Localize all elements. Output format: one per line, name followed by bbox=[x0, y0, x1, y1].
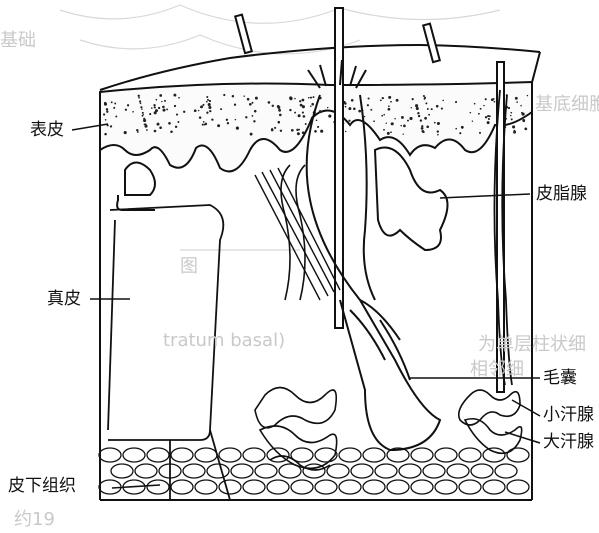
dermal-papillae bbox=[117, 163, 155, 211]
bg-text-5: 为单层柱状细 bbox=[478, 330, 586, 356]
label-sebaceous-gland: 皮脂腺 bbox=[536, 186, 587, 203]
bg-text-7: 约19 bbox=[14, 505, 55, 531]
label-epidermis: 表皮 bbox=[30, 122, 64, 139]
sebaceous-gland bbox=[375, 148, 448, 251]
label-hair-follicle: 毛囊 bbox=[543, 370, 577, 387]
bg-text-6: 相邻细 bbox=[470, 355, 524, 381]
bg-text-4: tratum basal) bbox=[163, 330, 285, 351]
label-dermis: 真皮 bbox=[47, 291, 81, 308]
leader-lines bbox=[72, 124, 540, 488]
label-large-sweat-gland: 大汗腺 bbox=[543, 434, 594, 451]
subcutaneous-fat bbox=[99, 448, 529, 494]
arrector-pili-muscle bbox=[255, 168, 340, 300]
bg-text-1: 基础 bbox=[0, 26, 36, 52]
bg-text-3: 图 bbox=[180, 252, 198, 278]
epidermis-layer bbox=[100, 82, 532, 171]
label-small-sweat-gland: 小汗腺 bbox=[543, 407, 594, 424]
bg-text-2: 基底细胞 bbox=[535, 90, 599, 116]
label-subcutaneous: 皮下组织 bbox=[8, 478, 76, 495]
